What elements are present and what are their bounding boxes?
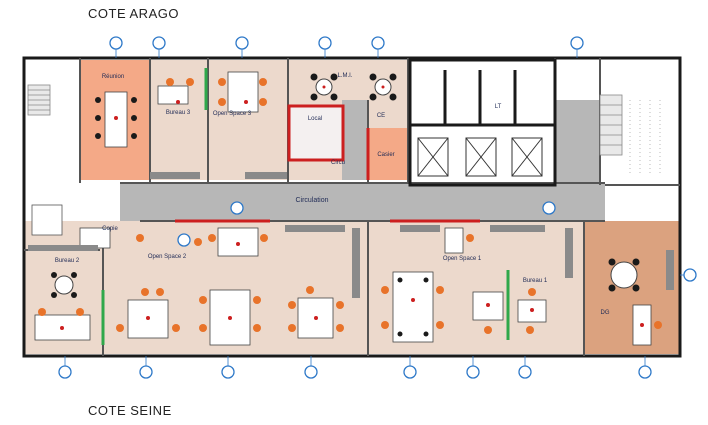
marker: [109, 36, 123, 50]
west-stairs: [27, 84, 63, 236]
sanitary-walls: [408, 58, 557, 187]
marker: [403, 365, 417, 379]
marker-leaders: [64, 49, 684, 366]
marker: [139, 365, 153, 379]
label-bureau3: Bureau 3: [166, 110, 191, 116]
heading-cote-seine: COTE SEINE: [88, 403, 172, 418]
label-circulation: Circulation: [295, 197, 328, 204]
black-chairs: [51, 73, 640, 337]
circu-spine: [342, 100, 368, 180]
label-bureau1: Bureau 1: [523, 278, 548, 284]
label-copie: Copie: [102, 226, 118, 232]
blue-markers: [58, 36, 697, 379]
orange-chairs: [38, 78, 662, 334]
marker: [221, 365, 235, 379]
marker: [177, 233, 191, 247]
local-room: [290, 107, 342, 159]
circulation-upper-spine: [555, 100, 600, 200]
red-partitions: [175, 104, 480, 223]
marker: [304, 365, 318, 379]
label-ce: CE: [377, 113, 385, 119]
marker: [371, 36, 385, 50]
east-stairs: [599, 94, 661, 175]
label-lt: LT: [495, 104, 502, 110]
dg-room: [584, 221, 680, 354]
label-local: Local: [308, 116, 322, 122]
elevator-shafts: [417, 137, 543, 177]
marker: [518, 365, 532, 379]
label-open-space3: Open Space 3: [213, 111, 252, 117]
label-circu: Circu: [331, 160, 345, 166]
green-partitions: [101, 68, 510, 345]
label-open-space1: Open Space 1: [443, 256, 482, 262]
marker: [58, 365, 72, 379]
bureau3-room: [150, 60, 208, 180]
round-tables: [54, 78, 638, 295]
marker: [542, 201, 556, 215]
circulation-corridor: [120, 183, 605, 221]
outer-wall: [22, 56, 682, 358]
marker: [466, 365, 480, 379]
label-bureau2: Bureau 2: [55, 258, 80, 264]
casier-room: [368, 128, 408, 180]
marker: [235, 36, 249, 50]
marker: [230, 201, 244, 215]
label-dg: DG: [601, 310, 610, 316]
marker: [318, 36, 332, 50]
label-open-space2: Open Space 2: [148, 254, 187, 260]
label-casier: Casier: [377, 152, 394, 158]
label-reunion: Réunion: [102, 74, 124, 80]
marker: [152, 36, 166, 50]
heading-cote-arago: COTE ARAGO: [88, 6, 179, 21]
marker: [570, 36, 584, 50]
cabinets: [28, 172, 674, 298]
red-markers: [60, 85, 644, 330]
marker: [683, 268, 697, 282]
label-lml: L.M.I.: [337, 73, 352, 79]
room-labels: Réunion Bureau 3 Open Space 3 Local Circ…: [55, 73, 610, 316]
marker: [638, 365, 652, 379]
